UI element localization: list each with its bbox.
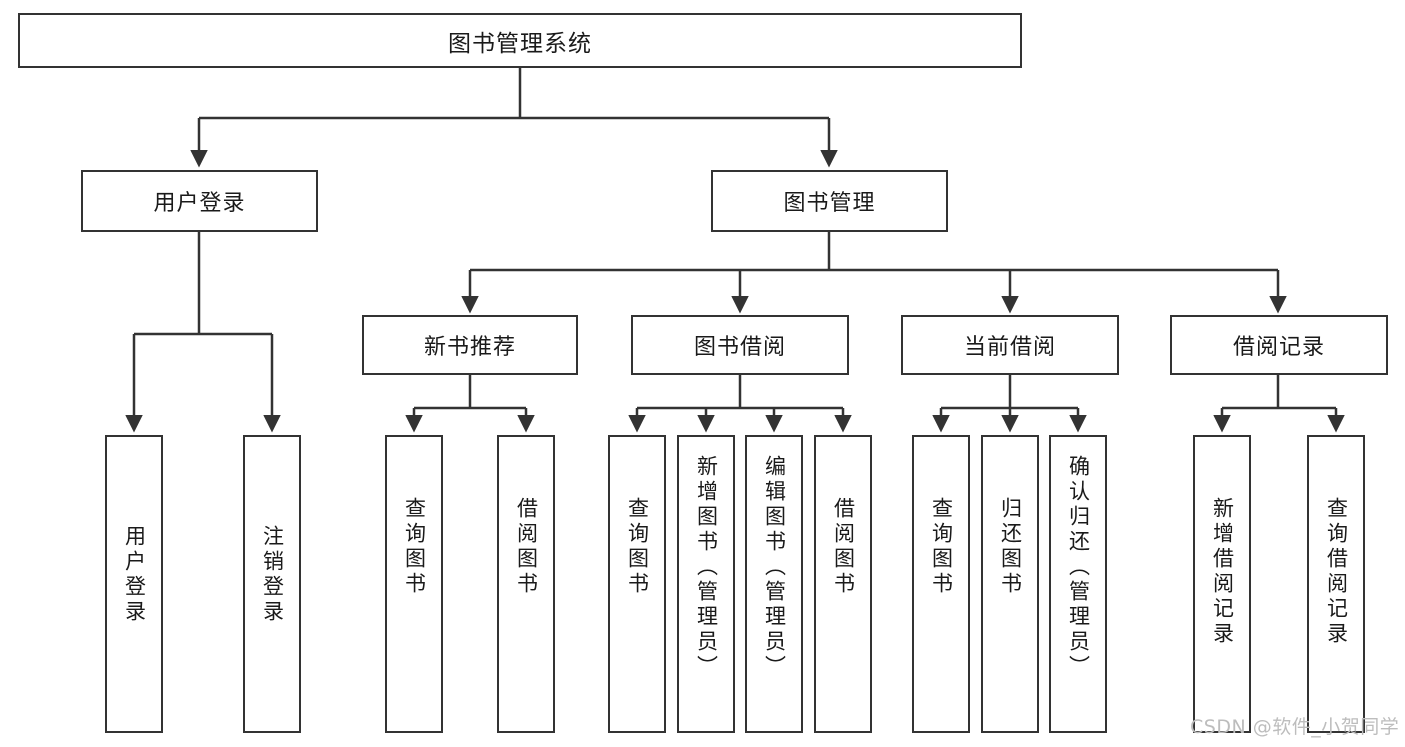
node-label: 新增借阅记录: [1210, 497, 1235, 647]
node-label: 编辑图书（管理员）: [762, 455, 787, 680]
node-book-management[interactable]: 图书管理: [711, 170, 948, 232]
node-label: 注销登录: [260, 525, 285, 625]
node-label: 图书管理: [783, 191, 876, 216]
node-label: 确认归还（管理员）: [1066, 455, 1091, 680]
node-label: 图书管理系统: [448, 30, 592, 57]
node-label: 用户登录: [153, 191, 246, 216]
node-leaf-query-book-borrow[interactable]: 查询图书: [608, 435, 666, 733]
node-label: 用户登录: [122, 525, 147, 625]
node-borrow-record[interactable]: 借阅记录: [1170, 315, 1388, 375]
node-label: 查询图书: [929, 497, 954, 597]
node-leaf-return-book[interactable]: 归还图书: [981, 435, 1039, 733]
node-label: 新增图书（管理员）: [694, 455, 719, 680]
watermark-text: CSDN @软件_小贺同学: [1190, 716, 1400, 738]
node-new-book-recommend[interactable]: 新书推荐: [362, 315, 578, 375]
node-leaf-edit-book-admin[interactable]: 编辑图书（管理员）: [745, 435, 803, 733]
node-label: 借阅记录: [1232, 335, 1325, 360]
node-label: 借阅图书: [514, 497, 539, 597]
node-leaf-query-borrow-record[interactable]: 查询借阅记录: [1307, 435, 1365, 733]
node-leaf-borrow-book-borrow[interactable]: 借阅图书: [814, 435, 872, 733]
node-leaf-add-book-admin[interactable]: 新增图书（管理员）: [677, 435, 735, 733]
node-user-login[interactable]: 用户登录: [81, 170, 318, 232]
node-label: 查询图书: [625, 497, 650, 597]
node-label: 归还图书: [998, 497, 1023, 597]
node-leaf-logout[interactable]: 注销登录: [243, 435, 301, 733]
node-root-book-management-system[interactable]: 图书管理系统: [18, 13, 1022, 68]
node-leaf-query-book-newbook[interactable]: 查询图书: [385, 435, 443, 733]
node-label: 查询借阅记录: [1324, 497, 1349, 647]
node-leaf-user-login[interactable]: 用户登录: [105, 435, 163, 733]
node-label: 当前借阅: [963, 335, 1056, 360]
node-label: 借阅图书: [831, 497, 856, 597]
node-label: 图书借阅: [693, 335, 786, 360]
node-leaf-confirm-return-admin[interactable]: 确认归还（管理员）: [1049, 435, 1107, 733]
node-book-borrow[interactable]: 图书借阅: [631, 315, 849, 375]
node-leaf-add-borrow-record[interactable]: 新增借阅记录: [1193, 435, 1251, 733]
node-leaf-query-book-current[interactable]: 查询图书: [912, 435, 970, 733]
node-label: 新书推荐: [423, 335, 516, 360]
node-current-borrow[interactable]: 当前借阅: [901, 315, 1119, 375]
node-label: 查询图书: [402, 497, 427, 597]
node-leaf-borrow-book-newbook[interactable]: 借阅图书: [497, 435, 555, 733]
